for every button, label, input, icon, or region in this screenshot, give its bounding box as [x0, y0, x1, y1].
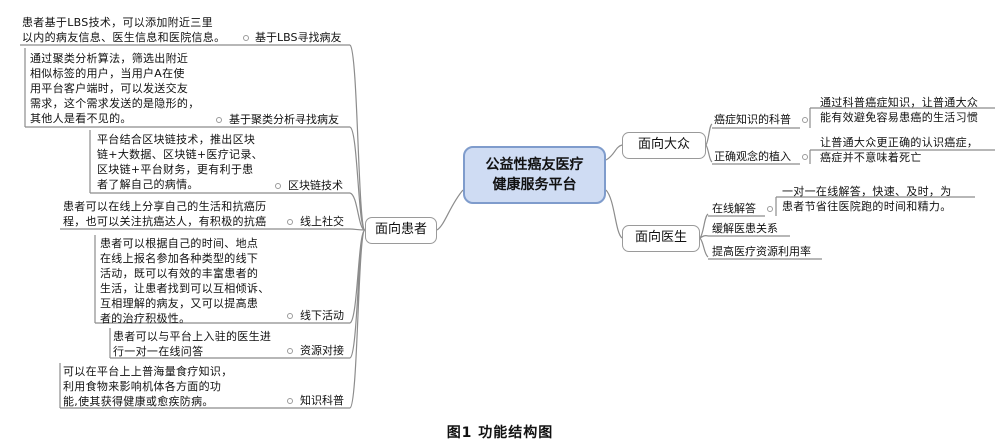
link-public-items	[705, 123, 713, 163]
patient-item-desc: 通过聚类分析算法，筛选出附近 相似标签的用户，当用户A在使 用平台客户端时，可以…	[30, 52, 200, 125]
link-patient-trunk	[349, 44, 366, 409]
patient-item-desc: 患者可以与平台上入驻的医生进 行一对一在线问答	[113, 330, 272, 358]
patient-item-desc: 平台结合区块链技术，推出区块 链+大数据、区块链+医疗记录、 区块链+平台财务，…	[97, 133, 263, 191]
patient-item-label: 知识科普	[300, 394, 344, 407]
doctor-item-label: 缓解医患关系	[712, 222, 778, 235]
branch-patient: 面向患者	[365, 217, 437, 244]
link-center-public	[605, 144, 623, 161]
public-item-label: 正确观念的植入	[714, 150, 791, 163]
doctor-item-label: 在线解答	[712, 202, 756, 215]
item-marker-icon	[275, 183, 281, 189]
item-marker-icon	[287, 313, 293, 319]
center-node-title: 公益性癌友医疗 健康服务平台	[463, 146, 606, 204]
public-item-desc: 让普通大众更正确的认识癌症， 癌症并不意味着死亡	[820, 136, 979, 164]
link-center-doctor	[605, 189, 623, 239]
patient-item-label: 基于LBS寻找病友	[255, 31, 342, 44]
item-marker-icon	[216, 117, 222, 123]
link-doctor-items	[699, 213, 709, 258]
item-marker-icon	[287, 398, 293, 404]
item-marker-icon	[287, 348, 293, 354]
patient-item-label: 区块链技术	[288, 179, 343, 192]
patient-item-desc: 患者可以在线上分享自己的生活和抗癌历 程，也可以关注抗癌达人，有积极的抗癌	[63, 200, 267, 228]
item-marker-icon	[287, 219, 293, 225]
link-center-patient	[436, 189, 464, 231]
doctor-item-desc: 一对一在线解答，快速、及时，为 患者节省往医院跑的时间和精力。	[782, 185, 952, 213]
patient-item-label: 线下活动	[300, 309, 344, 322]
item-marker-icon	[802, 117, 808, 123]
patient-item-desc: 患者基于LBS技术，可以添加附近三里 以内的病友信息、医生信息和医院信息。	[22, 16, 226, 44]
public-item-label: 癌症知识的科普	[714, 113, 791, 126]
figure-caption: 图1 功能结构图	[446, 425, 554, 441]
patient-item-desc: 患者可以根据自己的时间、地点 在线上报名参加各种类型的线下 活动，既可以有效的丰…	[100, 237, 270, 325]
branch-public: 面向大众	[622, 132, 706, 159]
item-marker-icon	[802, 154, 808, 160]
patient-item-desc: 可以在平台上上普海量食疗知识， 利用食物来影响机体各方面的功 能,使其获得健康或…	[63, 365, 233, 408]
patient-item-label: 资源对接	[300, 344, 344, 357]
patient-item-label: 线上社交	[300, 215, 344, 228]
patient-item-label: 基于聚类分析寻找病友	[229, 113, 339, 126]
public-item-desc: 通过科普癌症知识，让普通大众 能有效避免容易患癌的生活习惯	[820, 96, 979, 124]
doctor-item-label: 提高医疗资源利用率	[712, 245, 811, 258]
item-marker-icon	[243, 35, 249, 41]
item-marker-icon	[767, 206, 773, 212]
branch-doctor: 面向医生	[622, 225, 700, 252]
